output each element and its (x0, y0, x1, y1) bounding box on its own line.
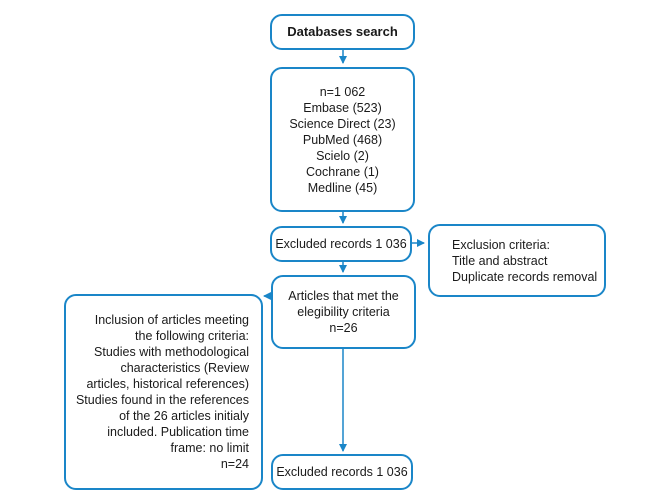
excluded-records-label: Excluded records 1 036 (275, 237, 407, 251)
inclusion-line-9: frame: no limit (170, 441, 250, 455)
eligible-count: n=26 (329, 321, 358, 335)
database-cochrane: Cochrane (1) (306, 164, 379, 179)
inclusion-count: n=24 (220, 457, 249, 471)
inclusion-line-8: included. Publication time (107, 425, 249, 439)
excluded-records-box: Excluded records 1 036 (270, 226, 412, 262)
database-science-direct: Science Direct (23) (289, 116, 396, 131)
databases-total: n=1 062 (319, 84, 366, 99)
inclusion-criteria-box: Inclusion of articles meeting the follow… (64, 294, 263, 490)
inclusion-line-2: the following criteria: (135, 329, 249, 343)
database-embase: Embase (523) (303, 100, 382, 115)
exclusion-criteria-duplicates: Duplicate records removal (452, 269, 598, 284)
database-pubmed: PubMed (468) (302, 132, 383, 147)
eligible-line-2: elegibility criteria (297, 305, 390, 319)
eligible-articles-box: Articles that met the elegibility criter… (271, 275, 416, 349)
databases-search-box: Databases search (270, 14, 415, 50)
inclusion-line-7: of the 26 articles initialy (119, 409, 249, 423)
inclusion-line-3: Studies with methodological (94, 345, 249, 359)
eligible-line-1: Articles that met the (288, 289, 399, 303)
exclusion-criteria-title-abstract: Title and abstract (452, 253, 548, 268)
inclusion-line-4: characteristics (Review (120, 361, 249, 375)
database-scielo: Scielo (2) (316, 148, 369, 163)
exclusion-criteria-heading: Exclusion criteria: (452, 237, 550, 252)
inclusion-line-5: articles, historical references) (86, 377, 249, 391)
inclusion-line-1: Inclusion of articles meeting (94, 313, 249, 327)
inclusion-line-6: Studies found in the references (75, 393, 249, 407)
databases-search-title: Databases search (287, 24, 398, 39)
final-excluded-records-box: Excluded records 1 036 (271, 454, 413, 490)
database-medline: Medline (45) (307, 180, 378, 195)
exclusion-criteria-box: Exclusion criteria: Title and abstract D… (428, 224, 606, 297)
databases-count-box: n=1 062 Embase (523) Science Direct (23)… (270, 67, 415, 212)
final-excluded-records-label: Excluded records 1 036 (276, 465, 408, 479)
